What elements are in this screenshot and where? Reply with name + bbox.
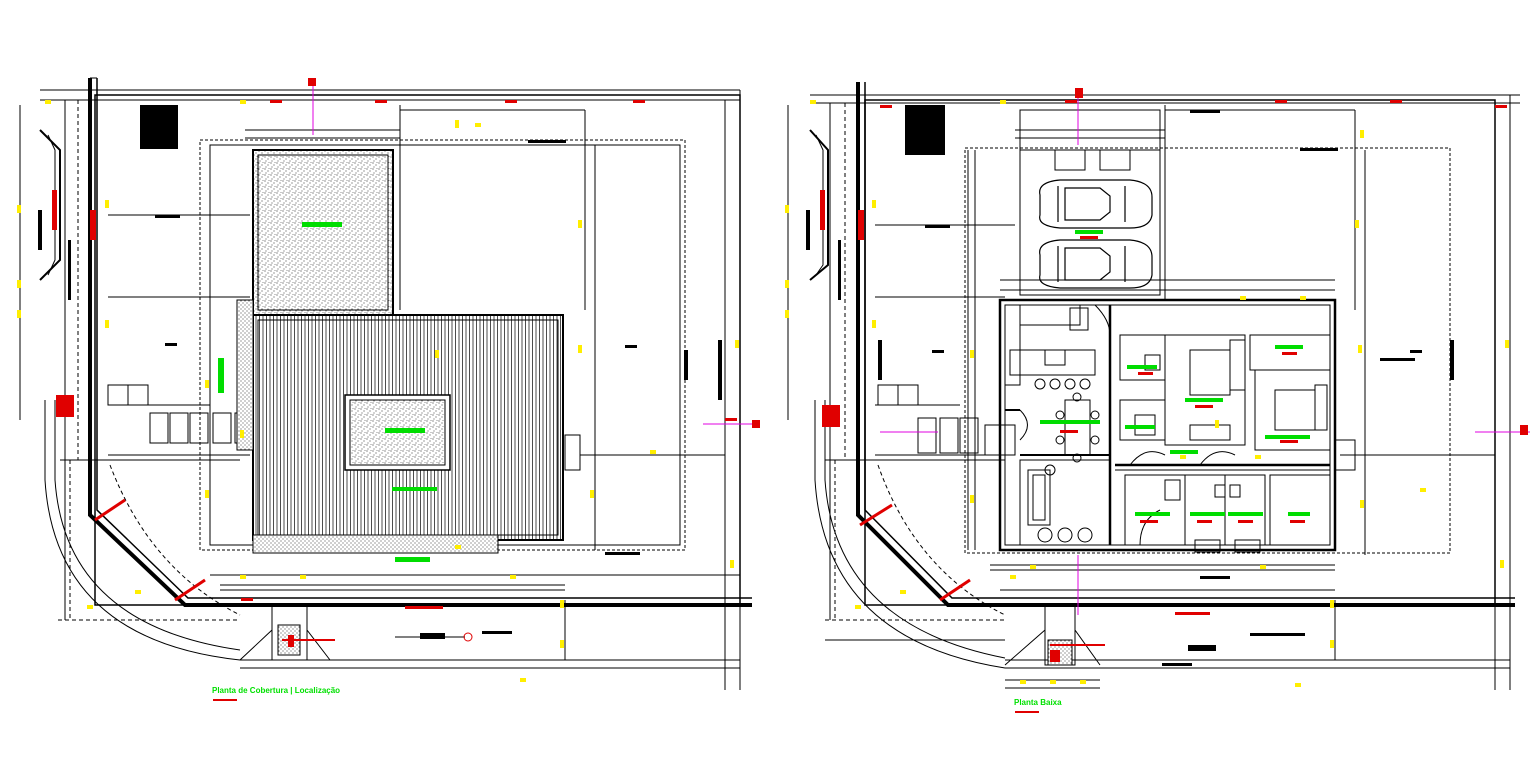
car-1 xyxy=(1039,179,1153,229)
sofa xyxy=(1027,469,1051,526)
bath-1 xyxy=(1119,334,1166,381)
kitchen-counter xyxy=(1004,304,1021,386)
kitchen-island xyxy=(1009,349,1096,376)
house-outline xyxy=(998,298,1337,552)
lot-boundary-right xyxy=(864,99,1496,606)
roof-plan-annotations xyxy=(17,78,760,682)
car-2 xyxy=(1039,239,1153,289)
street-curve-inner xyxy=(54,400,241,651)
closet xyxy=(1249,334,1331,371)
roof-plan xyxy=(19,77,752,690)
bath-2 xyxy=(1119,399,1166,441)
dining-table xyxy=(1064,399,1091,456)
street-curve-outer xyxy=(44,400,241,661)
floor-plan-annotations xyxy=(785,88,1530,687)
roof-wing-upper xyxy=(252,149,394,316)
bedroom-3 xyxy=(1124,474,1186,546)
garage xyxy=(1019,149,1161,296)
floor-plan-title: Planta Baixa xyxy=(1014,698,1062,707)
roof-plan-title-underline xyxy=(213,699,237,701)
street-wall-right xyxy=(856,82,1515,607)
bedroom-4 xyxy=(1269,474,1331,546)
roof-plan-title: Planta de Cobertura | Localização xyxy=(212,686,341,695)
floor-plan-title-underline xyxy=(1015,711,1039,713)
floor-plan xyxy=(787,82,1520,690)
street-wall xyxy=(88,78,752,607)
bath-4 xyxy=(1224,474,1266,546)
